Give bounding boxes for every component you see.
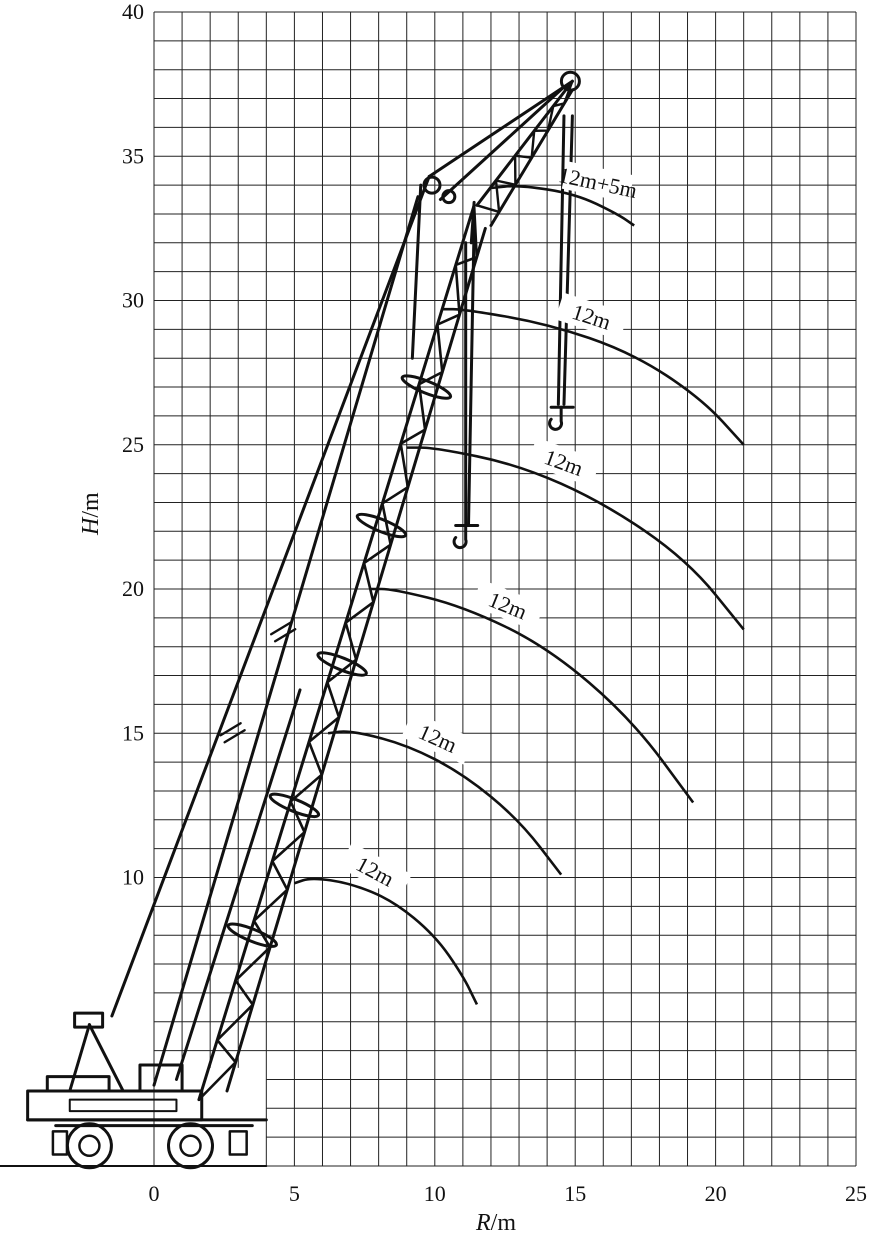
y-tick-label: 15 [122,720,144,745]
x-tick-label: 0 [149,1181,160,1206]
curve-label-group: 12m [338,842,412,900]
a-frame-head [73,1011,105,1029]
hoist-rope-jib [556,114,566,406]
outrigger-rear [51,1130,69,1156]
curve-label-bg [338,842,412,900]
boom-clamp [400,374,453,400]
mast-strut [410,183,423,360]
boom-clamp [268,792,321,819]
boom-clamp [316,651,368,677]
y-tick-label: 30 [122,288,144,313]
back-stay [174,688,302,1081]
guy-line [110,174,431,1018]
curve-label-group: 12m [401,711,475,765]
engine-housing [45,1075,111,1093]
height-curve [327,730,563,876]
curve-label-bg [401,711,475,765]
wheel [65,1122,113,1170]
x-tick-label: 20 [705,1181,727,1206]
curve-label-bg [555,292,629,341]
x-tick-label: 15 [564,1181,586,1206]
boom-clamp [226,922,278,948]
a-frame-right [87,1023,125,1093]
curve-label-bg [471,579,545,631]
hoist-rope-main-2 [466,223,476,528]
x-axis-label: R/m [475,1210,516,1235]
y-tick-label: 25 [122,432,144,457]
hook [548,405,564,431]
guy-mark [219,722,242,737]
hoist-rope-jib-2 [562,114,574,406]
height-curve [293,877,479,1006]
y-tick-label: 20 [122,576,144,601]
curve-label-group: 12m [471,579,545,631]
wheel [167,1122,215,1170]
pendant-line [152,195,420,1087]
x-tick-label: 5 [289,1181,300,1206]
y-axis-label: H/m [78,492,104,536]
wheel-hub [78,1134,101,1158]
x-tick-label: 10 [424,1181,446,1206]
wheel-hub [179,1134,202,1158]
jib-tip-sheave [559,70,581,92]
carrier-panel [68,1098,178,1113]
axes: 0 5 10 15 20 25 10 15 20 25 30 35 40 [122,0,867,1206]
crane-illustration [0,70,581,1170]
boom-head-cap [469,200,476,245]
hook [452,524,468,550]
curve-label-bg [527,437,601,487]
x-tick-label: 25 [845,1181,867,1206]
y-tick-label: 10 [122,865,144,890]
height-curve [406,446,745,631]
curve-label: 12m [541,444,586,481]
a-frame-left [68,1023,91,1093]
jib-chord [475,79,574,207]
jib-stay-upper [427,79,574,178]
boom-head-sheave [422,175,442,195]
y-tick-label: 40 [122,0,144,24]
curve-label-group: 12m [555,292,629,341]
boom-clamp [355,512,408,539]
operator-cab [138,1063,184,1093]
outrigger [228,1130,248,1156]
height-curve [443,307,745,446]
guy-mark [269,621,293,636]
jib-lacing [475,80,574,214]
height-curve [490,184,635,227]
boom-chord-left [197,203,476,1102]
height-curves [293,184,745,1006]
height-curve [370,587,695,804]
guy-mark [273,628,297,643]
guy-mark [223,729,246,744]
jib-stay-lower [438,85,566,202]
y-tick-label: 35 [122,143,144,168]
curve-label-bg [561,161,635,203]
